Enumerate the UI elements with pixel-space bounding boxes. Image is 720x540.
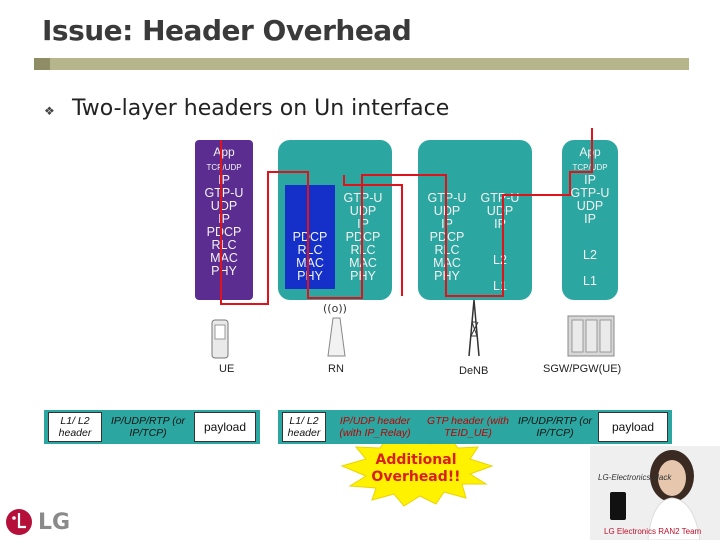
lg-logo-text: LG [38,510,70,535]
antenna-icon: ((o)) [323,302,347,356]
lg-logo-icon [6,509,32,535]
footer-team: LG Electronics RAN2 Team [604,527,701,536]
overhead-callout: Additional Overhead!! [366,452,466,486]
right-l1l2-header: L1/ L2 header [282,412,326,442]
advertisement-image [590,446,720,540]
right-ip-udp-header: IP/UDP header (with IP_Relay) [330,412,420,442]
rn-label: RN [328,363,344,375]
left-ip-header: IP/UDP/RTP (or IP/TCP) [106,412,190,442]
phone-icon [212,320,228,358]
left-l1l2-header: L1/ L2 header [48,412,102,442]
right-ip-rtp-header: IP/UDP/RTP (or IP/TCP) [516,412,594,442]
ue-label: UE [219,363,234,375]
svg-text:((o)): ((o)) [323,302,347,315]
denb-label: DeNB [459,365,488,377]
data-flow-line [221,128,592,304]
server-icon [568,316,614,356]
ad-brand-text: LG-Electronics black [598,473,671,482]
sgw-label: SGW/PGW(UE) [543,363,621,375]
left-payload: payload [194,412,256,442]
tower-icon [469,300,479,356]
right-gtp-header: GTP header (with TEID_UE) [424,412,512,442]
right-payload: payload [598,412,668,442]
